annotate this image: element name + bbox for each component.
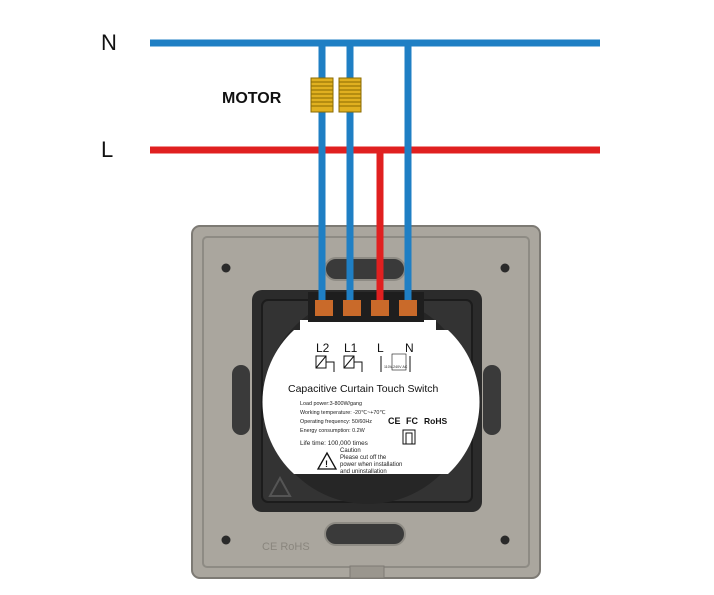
fc-mark: FC <box>406 416 418 426</box>
screw-hole <box>221 263 231 273</box>
ce-mark: CE <box>388 416 401 426</box>
caution-title: Caution <box>340 448 361 454</box>
neutral-label: N <box>101 30 117 55</box>
motor-label: MOTOR <box>222 90 282 107</box>
rohs-mark: RoHS <box>424 416 447 426</box>
terminal-screw <box>343 300 361 316</box>
terminal-label-n: N <box>405 341 414 355</box>
motor-coil-icon <box>310 77 334 113</box>
caution-icon <box>316 451 338 470</box>
terminal-screw <box>371 300 389 316</box>
spec-line: Working temperature: -20℃~+70℃ <box>300 410 385 416</box>
caution-line: power when installation <box>340 462 402 468</box>
spec-line: Load power:3-800W/gang <box>300 401 362 407</box>
life-time: Life time: 100,000 times <box>300 440 368 447</box>
caution-line: Please cut off the <box>340 455 387 461</box>
screw-hole <box>500 535 510 545</box>
screw-hole <box>500 263 510 273</box>
terminal-screw <box>315 300 333 316</box>
spec-line: Energy consumption: 0.2W <box>300 428 366 434</box>
double-insulation-icon <box>402 429 416 445</box>
motor-coil-icon <box>338 77 362 113</box>
terminal-label-l1: L1 <box>344 341 358 355</box>
terminal-label-l: L <box>377 341 384 355</box>
embossed-text: CE RoHS <box>262 541 310 553</box>
switch-title: Capacitive Curtain Touch Switch <box>288 383 439 395</box>
voltage-rating: 110V-240V AC <box>384 365 408 369</box>
terminal-label-l2: L2 <box>316 341 330 355</box>
caution-line: and uninstallation <box>340 469 387 475</box>
svg-text:!: ! <box>325 459 328 469</box>
live-label: L <box>101 137 113 162</box>
housing-warning-icon <box>268 475 292 497</box>
relay-symbol-icon <box>315 355 411 372</box>
spec-list: Load power:3-800W/gang Working temperatu… <box>300 401 385 434</box>
switch-label <box>262 320 480 474</box>
label-terminal-names: L2 L1 L N <box>316 341 414 355</box>
screw-hole <box>221 535 231 545</box>
spec-line: Operating frequency: 50/60Hz <box>300 419 372 425</box>
mounting-slot <box>324 257 406 281</box>
mounting-slot <box>483 365 501 435</box>
terminal-screw <box>399 300 417 316</box>
caution-box: ! Caution Please cut off the power when … <box>316 448 402 475</box>
mounting-slot <box>324 522 406 546</box>
mounting-slot <box>232 365 250 435</box>
